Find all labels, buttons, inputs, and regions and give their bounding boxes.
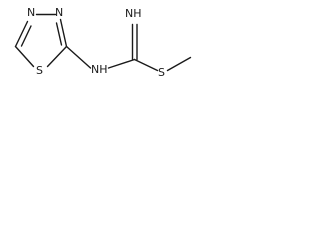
bond-n4-c5-outer — [59, 18, 68, 48]
side-chain — [65, 23, 192, 72]
imine-nh-label: NH — [125, 7, 142, 20]
bond-c5-amine — [65, 45, 92, 69]
atom-labels: N N S NH NH S — [27, 6, 165, 79]
ring-n-top-left-label: N — [27, 6, 35, 19]
bond-amine-carbon — [107, 58, 136, 69]
bond-c2-n3-inner — [20, 25, 32, 47]
chemical-structure: N N S NH NH S — [14, 6, 192, 79]
bond-sulfur-methyl — [166, 56, 192, 72]
bond-c5-s1 — [46, 45, 68, 68]
amine-nh-label: NH — [91, 63, 108, 76]
thiadiazole-ring — [14, 13, 68, 68]
thioether-sulfur-label: S — [158, 66, 165, 79]
ring-n-top-right-label: N — [55, 6, 63, 19]
bond-n4-c5-inner — [55, 22, 63, 46]
ring-sulfur-label: S — [36, 64, 43, 77]
bond-s1-c2 — [14, 45, 35, 68]
bond-c2-n3-outer — [14, 20, 29, 48]
bond-carbon-sulfur — [133, 58, 159, 72]
